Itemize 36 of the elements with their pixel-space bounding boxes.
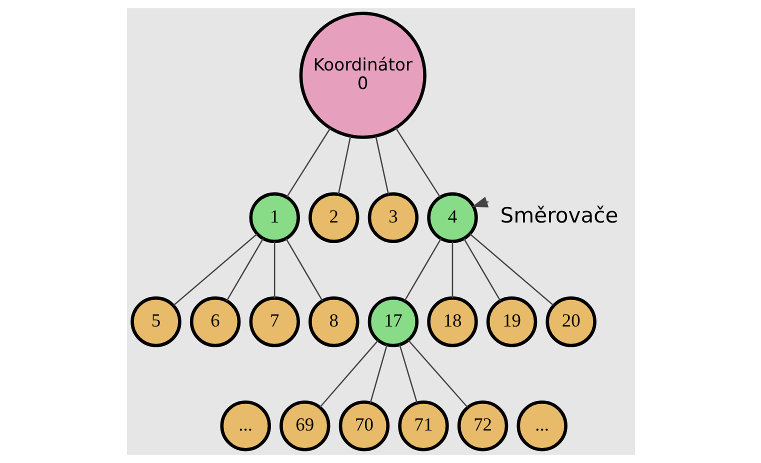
connector	[407, 340, 468, 408]
node-circle: ...	[516, 400, 567, 452]
node-circle: 3	[367, 192, 418, 244]
node-circle: 18	[426, 296, 478, 348]
connector	[469, 233, 554, 306]
connector	[318, 340, 378, 408]
node-circle: 6	[189, 296, 240, 348]
connector	[462, 238, 500, 302]
connector	[398, 344, 418, 403]
connector	[451, 242, 453, 298]
node-circle: 4	[426, 192, 478, 244]
node-circle: 2	[308, 192, 359, 244]
node-circle: 7	[248, 296, 300, 348]
node-circle: 71	[398, 400, 448, 452]
connector	[286, 128, 330, 198]
connector	[369, 344, 388, 404]
node-circle: 5	[130, 296, 181, 348]
node-circle: 8	[308, 296, 359, 348]
node-circle: 19	[486, 296, 537, 348]
connector	[337, 136, 351, 194]
node-text: Směrovače	[500, 202, 618, 228]
node-circle: 72	[456, 400, 508, 452]
node-circle: Koordinátor 0	[298, 12, 426, 139]
connector	[374, 136, 389, 195]
connector	[226, 238, 264, 302]
node-circle: 69	[279, 400, 330, 452]
node-circle: ...	[220, 400, 270, 452]
connector	[284, 238, 323, 302]
node-circle: 20	[545, 296, 596, 348]
node-circle: 1	[248, 192, 300, 244]
connector	[273, 242, 275, 298]
node-circle: 17	[367, 296, 418, 348]
node-circle: 70	[338, 400, 390, 452]
connector	[172, 233, 258, 306]
connector	[394, 128, 440, 198]
connector	[404, 238, 442, 302]
